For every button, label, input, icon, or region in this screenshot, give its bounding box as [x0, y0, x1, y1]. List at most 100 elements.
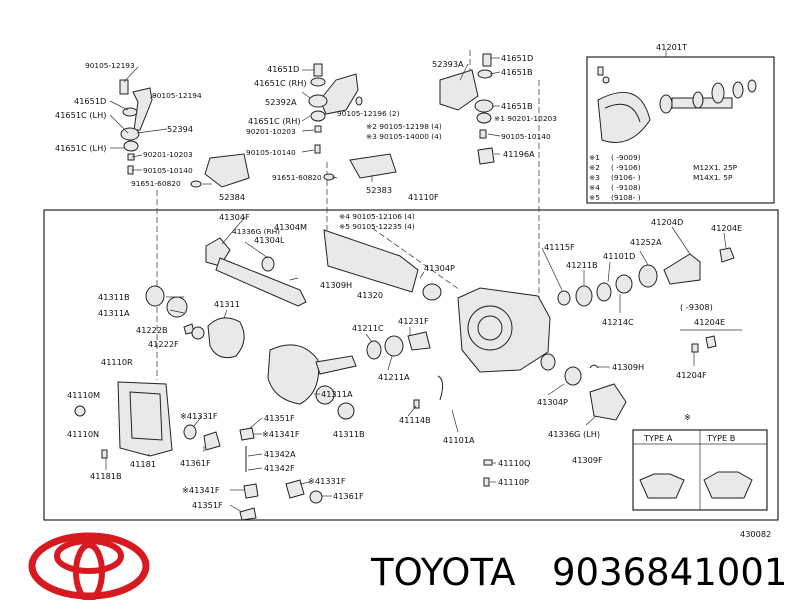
note-mark: ※1 [589, 153, 600, 162]
label-41101A: 41101A [443, 435, 475, 445]
label-41331F: ※41331F [180, 411, 218, 421]
label-52392A: 52392A [265, 97, 297, 107]
label-41309H: 41309H [320, 280, 352, 290]
label-90105-12196: 90105-12196 (2) [337, 109, 400, 118]
guide-lines [156, 50, 540, 380]
label-41361F: 41361F [333, 491, 364, 501]
label-41651C-RH: 41651C (RH) [254, 78, 307, 88]
type-b-label: TYPE B [706, 433, 736, 443]
label-41309H: 41309H [612, 362, 644, 372]
label-41211A: 41211A [378, 372, 410, 382]
label-41304M: 41304M [274, 222, 307, 232]
label-41342F: 41342F [264, 463, 295, 473]
label-41351F: 41351F [264, 413, 295, 423]
label-52393A: 52393A [432, 59, 464, 69]
label-41311A: 41311A [98, 308, 130, 318]
label-41204E: 41204E [711, 223, 742, 233]
label-90105-10140: 90105-10140 [143, 166, 193, 175]
label-41252A: 41252A [630, 237, 662, 247]
label-41304L: 41304L [254, 235, 285, 245]
ring-pinion-set [597, 66, 757, 143]
label-41101D: 41101D [603, 251, 635, 261]
label-41304P: 41304P [537, 397, 568, 407]
label-41204E: 41204E [694, 317, 725, 327]
type-a-icon [639, 473, 685, 499]
toyota-logo [28, 532, 150, 600]
label-41311B: 41311B [98, 292, 130, 302]
label-90105-12235: ※5 90105-12235 (4) [339, 222, 415, 231]
mark-star: ※ [684, 412, 691, 422]
label-52383: 52383 [366, 185, 392, 195]
label-41651C-LH: 41651C (LH) [55, 143, 106, 153]
label-41651B: 41651B [501, 101, 533, 111]
label-90105-10140: 90105-10140 [501, 132, 551, 141]
left-mount-group [119, 79, 250, 188]
label-41651B: 41651B [501, 67, 533, 77]
leader-lines [105, 50, 727, 513]
label-41336G-LH: 41336G (LH) [548, 429, 600, 439]
label-41181B: 41181B [90, 471, 122, 481]
label-91651-60820: 91651-60820 [272, 173, 322, 182]
label-41214C: 41214C [602, 317, 634, 327]
note-spec: M12X1. 25P [693, 163, 738, 172]
label-41110R: 41110R [101, 357, 133, 367]
note-range: (9106- ) [611, 173, 641, 182]
note-range: ( -9009) [611, 153, 641, 162]
label-90201-10203: ※1 90201-10203 [494, 114, 557, 123]
label-41204F: 41204F [676, 370, 707, 380]
part-number: 9036841001 [552, 551, 787, 594]
label-52384: 52384 [219, 192, 245, 202]
label-91651-60820: 91651-60820 [131, 179, 181, 188]
label-41342A: 41342A [264, 449, 296, 459]
label-41320: 41320 [357, 290, 383, 300]
label-41222B: 41222B [136, 325, 168, 335]
label-41651D: 41651D [74, 96, 106, 106]
label-41651D: 41651D [501, 53, 533, 63]
note-mark: ※2 [589, 163, 600, 172]
label-41110Q: 41110Q [498, 458, 531, 468]
label-41331F: ※41331F [308, 476, 346, 486]
label-41304F: 41304F [219, 212, 250, 222]
pinion-bearing-group [267, 331, 431, 420]
label-52394: 52394 [167, 124, 193, 134]
label-90105-14000: ※3 90105-14000 (4) [366, 132, 442, 141]
label-90105-12193: 90105-12193 [85, 61, 135, 70]
label-41201T: 41201T [656, 42, 688, 52]
label-41110M: 41110M [67, 390, 100, 400]
spec-notes: ※1 ( -9009) ※2 ( -9106) M12X1. 25P ※3 (9… [589, 153, 738, 202]
note-mark: ※4 [589, 183, 600, 192]
label-41110P: 41110P [498, 477, 529, 487]
center-mount-group [308, 63, 397, 181]
label-41231F: 41231F [398, 316, 429, 326]
drive-flange-group [540, 247, 735, 421]
part-labels: 90105-12193 41651D 41651C (LH) 41651C (L… [55, 42, 771, 539]
note-mark: ※3 [589, 173, 600, 182]
label-41114B: 41114B [399, 415, 431, 425]
carrier-case [413, 287, 551, 487]
type-b-icon [703, 471, 753, 499]
note-range: ( -9106) [611, 163, 641, 172]
label-41309F: 41309F [572, 455, 603, 465]
label-90105-10140: 90105-10140 [246, 148, 296, 157]
label-41222F: 41222F [148, 339, 179, 349]
label-90105-12198: ※2 90105-12198 (4) [366, 122, 442, 131]
label-41196A: 41196A [503, 149, 535, 159]
label-range-9308: ( -9308) [680, 302, 713, 312]
label-41181: 41181 [130, 459, 156, 469]
note-range: ( -9108) [611, 183, 641, 192]
brand-name: TOYOTA [370, 551, 515, 594]
ring-pinion-frame [586, 56, 775, 204]
type-table [632, 429, 768, 511]
label-41110F: 41110F [408, 192, 439, 202]
label-41651C-RH: 41651C (RH) [248, 116, 301, 126]
label-41304P: 41304P [424, 263, 455, 273]
label-41311: 41311 [214, 299, 240, 309]
label-41211C: 41211C [352, 323, 384, 333]
label-41311A: 41311A [321, 389, 353, 399]
label-41361F: 41361F [180, 458, 211, 468]
label-90201-10203: 90201-10203 [246, 127, 296, 136]
diagram-code: 430082 [740, 529, 771, 539]
label-41204D: 41204D [651, 217, 683, 227]
label-41351F: 41351F [192, 500, 223, 510]
